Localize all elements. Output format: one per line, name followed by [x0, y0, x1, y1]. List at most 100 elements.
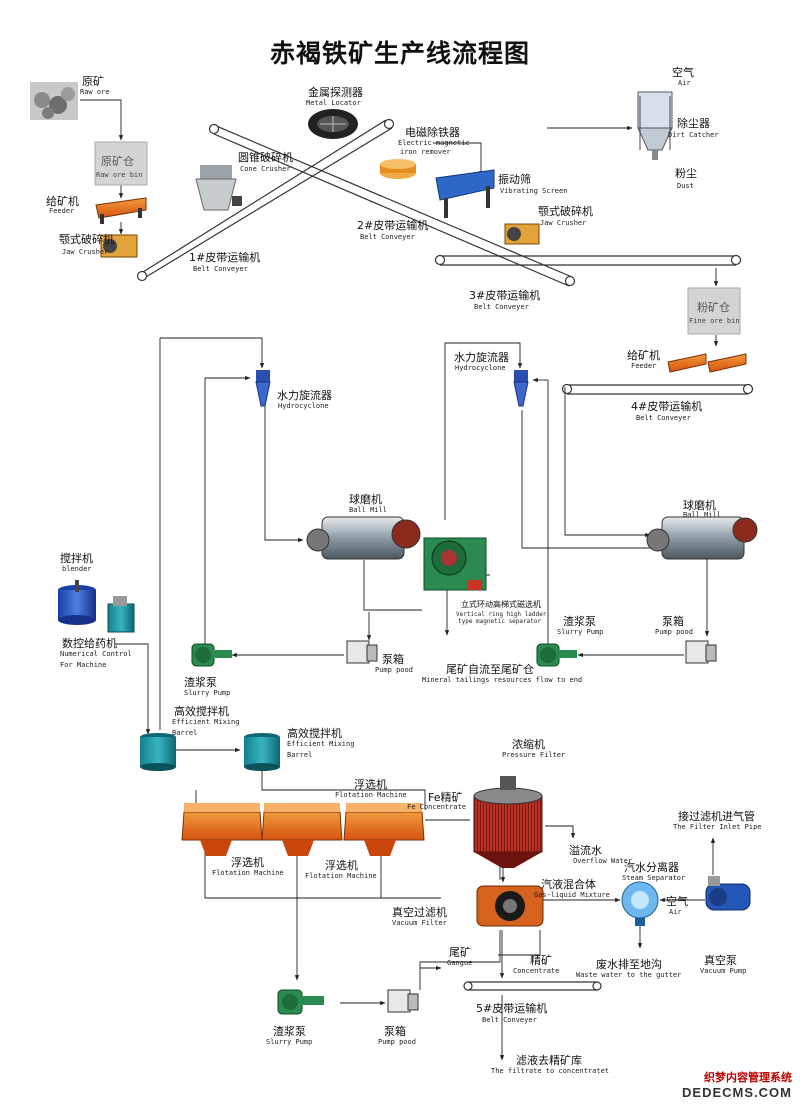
flotation-b2-label-en: Flotation Machine	[305, 872, 377, 880]
jaw-crusher-2-label-en: Jaw Crusher	[540, 219, 587, 227]
slurry-pump-3-shape	[277, 989, 324, 1015]
ball-mill-2-shape	[646, 516, 758, 560]
magnetic-separator-shape	[423, 537, 487, 591]
waste-water-label-en: Waste water to the gutter	[576, 971, 682, 979]
filtrate-label-en: The filtrate to concentratet	[491, 1067, 610, 1075]
waste-water-label: 废水排至地沟	[596, 958, 662, 971]
overflow-label: 溢流水	[569, 844, 602, 857]
raw-ore-image	[30, 82, 78, 120]
belt-5-label: 5#皮带运输机	[476, 1002, 548, 1015]
slurry-pump-l-label: 渣浆泵	[184, 676, 217, 689]
belt-2-label-en: Belt Conveyer	[360, 233, 415, 241]
feeder-1-label-en: Feeder	[49, 207, 75, 215]
vrhg-label: 立式环动高梯式磁选机	[461, 600, 541, 609]
slurry-pump-b-label: 渣浆泵	[273, 1025, 306, 1038]
filter-inlet-label: 接过滤机进气管	[678, 810, 755, 823]
fine-ore-bin-label-en: Fine ore bin	[689, 317, 740, 325]
dirt-catcher-label: 除尘器	[677, 117, 710, 130]
vacuum-filter-label-en: Vacuum Filter	[392, 919, 447, 927]
belt-4-label-en: Belt Conveyer	[636, 414, 691, 422]
thickener-label-en: Pressure Filter	[502, 751, 566, 759]
slurry-pump-2-shape	[536, 643, 577, 667]
dirt-catcher-label-en: Dirt Catcher	[668, 131, 719, 139]
vibrating-screen-shape	[435, 169, 495, 218]
watermark-cn: 织梦内容管理系统	[704, 1071, 792, 1084]
cone-crusher-label: 圆锥破碎机	[238, 151, 293, 164]
belt-3-label: 3#皮带运输机	[469, 289, 541, 302]
hydrocyclone-2-label-en: Hydrocyclone	[455, 364, 506, 372]
vrhg-label-en2: type magnetic separator	[458, 618, 542, 625]
mixing-barrel-2-label-en2: Barrel	[287, 751, 313, 759]
pump-box-b-label: 泵箱	[384, 1025, 406, 1038]
mixing-barrel-1-label: 高效搅拌机	[174, 705, 229, 718]
hydrocyclone-2-shape	[513, 370, 529, 407]
pump-box-b-label-en: Pump pood	[378, 1038, 416, 1046]
metal-locator-label-en: Metal Locator	[306, 99, 361, 107]
jaw-crusher-2-shape	[504, 223, 540, 245]
slurry-pump-r-label: 渣浆泵	[563, 615, 596, 628]
belt-conveyor-2	[208, 123, 576, 287]
cone-crusher-label-en: Cone Crusher	[240, 165, 291, 173]
nc-feeder-label: 数控给药机	[62, 637, 117, 650]
vrhg-label-en1: Vertical ring high ladder	[456, 611, 547, 618]
overflow-label-en: Overflow Water	[573, 857, 633, 865]
raw-ore-label-en: Raw ore	[80, 88, 110, 96]
cone-crusher-shape	[195, 165, 242, 211]
hydrocyclone-1-shape	[255, 370, 271, 407]
thickener-shape	[473, 776, 543, 868]
pump-box-r-label-en: Pump pood	[655, 628, 693, 636]
jaw-crusher-1-label-en: Jaw Crusher	[62, 248, 109, 256]
hydrocyclone-1-label-en: Hydrocyclone	[278, 402, 329, 410]
belt-2-label: 2#皮带运输机	[357, 219, 429, 232]
slurry-pump-l-label-en: Slurry Pump	[184, 689, 231, 697]
steam-separator-shape	[621, 881, 659, 926]
gas-liquid-label-en: Gas-liquid Mixture	[534, 891, 610, 899]
ball-mill-1-label: 球磨机	[349, 493, 382, 506]
belt-5-label-en: Belt Conveyer	[482, 1016, 537, 1024]
fe-concentrate-label-en: Fe Concentrate	[407, 803, 467, 811]
vibrating-screen-label: 振动筛	[498, 173, 531, 186]
raw-ore-bin-label-en: Raw ore bin	[96, 171, 143, 179]
belt-conveyor-3	[434, 254, 742, 266]
jaw-crusher-1-shape	[100, 234, 138, 258]
mixing-barrel-1-shape	[140, 733, 176, 771]
mixing-barrel-1-label-en2: Barrel	[172, 729, 198, 737]
flotation-top-label: 浮选机	[354, 778, 387, 791]
belt-3-label-en: Belt Conveyer	[474, 303, 529, 311]
vacuum-pump-label-en: Vacuum Pump	[700, 967, 747, 975]
filter-inlet-label-en: The Filter Inlet Pipe	[673, 823, 762, 831]
filtrate-label: 滤液去精矿库	[516, 1054, 582, 1067]
watermark-en: DEDECMS.COM	[682, 1085, 792, 1100]
nc-feeder-label-en2: For Machine	[60, 661, 107, 669]
vacuum-filter-label: 真空过滤机	[392, 906, 447, 919]
belt-conveyors	[136, 118, 754, 991]
air-bottom-label: 空气	[666, 895, 688, 908]
flotation-b1-label-en: Flotation Machine	[212, 869, 284, 877]
mixing-barrel-2-label-en1: Efficient Mixing	[287, 740, 355, 748]
air-top-label: 空气	[672, 66, 694, 79]
gangue-label: 尾矿	[449, 946, 471, 959]
watermark: 织梦内容管理系统 DEDECMS.COM	[682, 1069, 792, 1100]
page-title: 赤褐铁矿生产线流程图	[269, 39, 530, 68]
vacuum-pump-shape	[705, 876, 751, 911]
feeders-2-shape	[667, 353, 747, 373]
feeder-1-shape	[95, 197, 147, 224]
thickener-label: 浓缩机	[512, 738, 545, 751]
jaw-crusher-1-label: 颚式破碎机	[59, 233, 114, 246]
flotation-b2-label: 浮选机	[325, 859, 358, 872]
dust-catcher-shape	[637, 91, 673, 160]
nc-feeder-shape	[107, 596, 135, 633]
tailings-label-en: Mineral tailings resources flow to end	[422, 676, 583, 684]
iron-remover-label: 电磁除铁器	[405, 126, 460, 139]
tailings-label: 尾矿自流至尾矿仓	[446, 663, 534, 676]
fine-ore-bin-shape	[687, 287, 741, 335]
steam-separator-label-en: Steam Separator	[622, 874, 686, 882]
nc-feeder-label-en1: Numerical Control	[60, 650, 132, 658]
hydrocyclone-1-label: 水力旋流器	[277, 389, 332, 402]
belt-1-label-en: Belt Conveyer	[193, 265, 248, 273]
fe-concentrate-label: Fe精矿	[428, 791, 463, 804]
ball-mill-1-label-en: Ball Mill	[349, 506, 387, 514]
iron-remover-label-en1: Electric magnetic	[398, 139, 470, 147]
raw-ore-bin-shape	[94, 141, 148, 186]
